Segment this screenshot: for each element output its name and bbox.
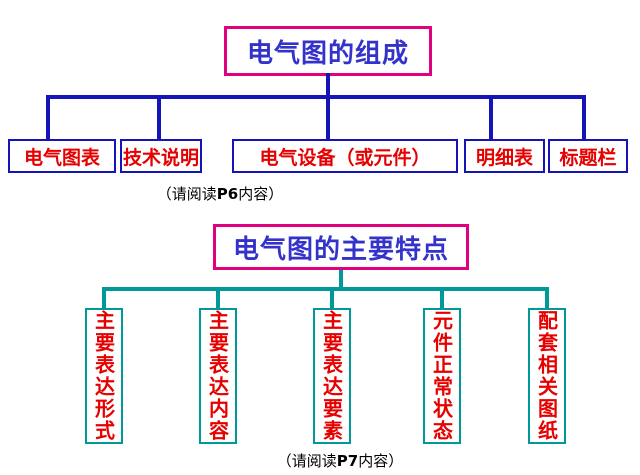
diagram2-title: 电气图的主要特点	[232, 234, 449, 265]
diagram2-node-4: 元件正常状态	[423, 308, 461, 444]
connector-line	[46, 95, 586, 99]
diagram2-node-5: 配套相关图纸	[528, 308, 566, 444]
diagram1-node-3: 电气设备（或元件）	[232, 139, 458, 173]
connector-line	[157, 95, 161, 139]
connector-line	[339, 270, 343, 287]
node-label: 电气图表	[23, 146, 100, 169]
diagram1-caption: （请阅读P6内容）	[0, 183, 440, 204]
diagram2-node-2: 主要表达内容	[199, 308, 237, 444]
diagram1-title: 电气图的组成	[246, 38, 409, 69]
node-label: 主要表达内容	[205, 310, 230, 442]
connector-line	[102, 287, 106, 308]
diagram2-node-1: 主要表达形式	[85, 308, 123, 444]
caption-page-ref: P7	[336, 452, 359, 470]
caption-text: 内容）	[238, 185, 284, 203]
connector-line	[330, 287, 334, 308]
connector-line	[489, 95, 493, 139]
diagram1-node-5: 标题栏	[548, 139, 628, 173]
node-label: 元件正常状态	[429, 310, 454, 442]
connector-line	[216, 287, 220, 308]
connector-line	[440, 287, 444, 308]
connector-line	[102, 287, 549, 291]
node-label: 明细表	[475, 146, 533, 169]
diagram1-title-box: 电气图的组成	[224, 26, 432, 76]
node-label: 标题栏	[559, 146, 617, 169]
connector-line	[326, 73, 330, 95]
diagram2-title-box: 电气图的主要特点	[213, 224, 469, 270]
diagram1-node-1: 电气图表	[8, 139, 116, 173]
node-label: 主要表达要素	[319, 310, 344, 442]
connector-line	[545, 287, 549, 308]
caption-text: 内容）	[358, 452, 404, 470]
connector-line	[326, 95, 330, 139]
connector-line	[46, 95, 50, 139]
node-label: 主要表达形式	[91, 310, 116, 442]
node-label: 电气设备（或元件）	[259, 146, 431, 169]
node-label: 技术说明	[122, 146, 199, 169]
connector-line	[582, 95, 586, 139]
caption-page-ref: P6	[216, 185, 239, 203]
caption-text: （请阅读	[276, 452, 337, 470]
node-label: 配套相关图纸	[534, 310, 559, 442]
diagram1-node-2: 技术说明	[120, 139, 202, 173]
diagram1-node-4: 明细表	[464, 139, 545, 173]
diagram2-caption: （请阅读P7内容）	[190, 450, 490, 471]
diagram2-node-3: 主要表达要素	[313, 308, 351, 444]
caption-text: （请阅读	[156, 185, 217, 203]
